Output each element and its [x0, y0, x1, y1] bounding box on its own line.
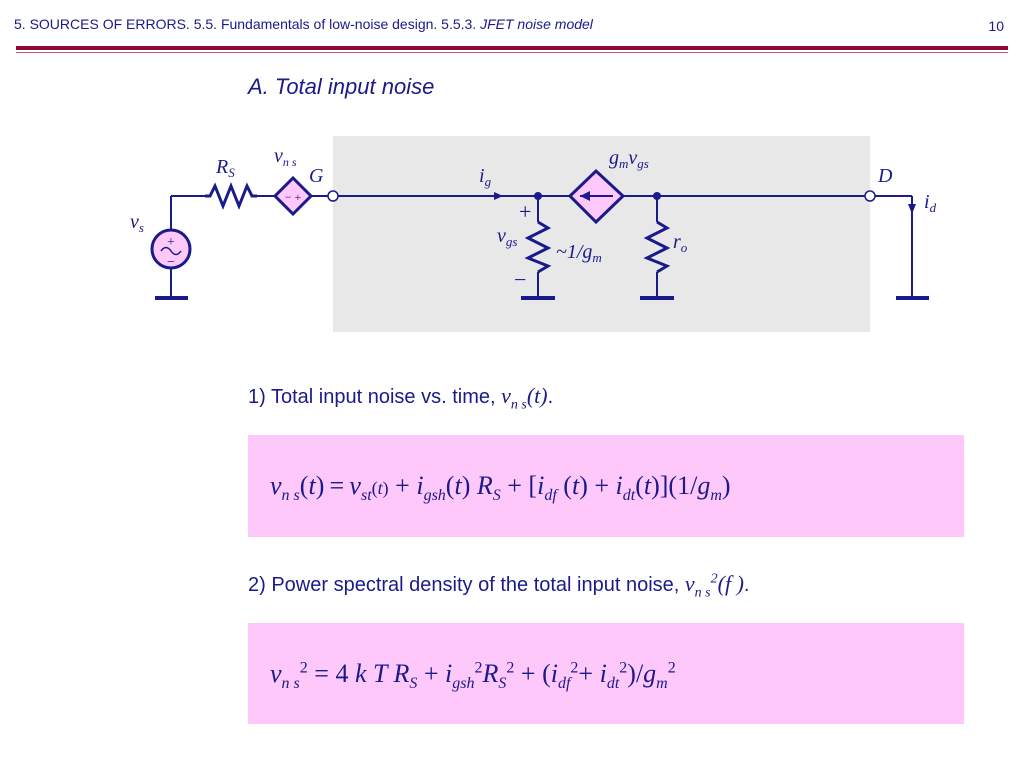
voltage-source-icon: [150, 228, 192, 270]
breadcrumb-path: 5. SOURCES OF ERRORS. 5.5. Fundamentals …: [14, 16, 481, 32]
breadcrumb-topic: JFET noise model: [480, 16, 593, 32]
label-vns: vn s: [274, 145, 297, 169]
drain-current-arrow-icon: [908, 204, 916, 214]
formula-box-psd: vn s2 = 4 k T RS + igsh2RS2 + (idf2+ idt…: [248, 623, 964, 724]
item-psd: 2) Power spectral density of the total i…: [248, 571, 750, 601]
label-rs: RS: [215, 156, 235, 180]
source-minus: −: [167, 255, 175, 270]
source-resistor: [205, 181, 257, 211]
current-direction-arrow-icon: [580, 191, 590, 201]
item-label: 1) Total input noise vs. time,: [248, 386, 502, 408]
jfet-model-region: [333, 136, 870, 332]
input-resistor: [524, 220, 552, 274]
label-ig: ig: [479, 165, 492, 189]
item-math: vn s(t): [501, 383, 548, 413]
ac-wave-icon: [160, 246, 182, 256]
formula-psd: vn s2 = 4 k T RS + igsh2RS2 + (idf2+ idt…: [270, 659, 676, 693]
label-vgs-minus: −: [514, 267, 526, 292]
formula-time-domain: vn s(t) = vst(t) + igsh(t) RS + [idf (t)…: [270, 471, 731, 505]
label-drain: D: [877, 165, 893, 187]
label-vgs-plus: +: [519, 199, 531, 224]
jfet-noise-circuit: + − − + RS vn s G vs ig gmvgs + vgs − ~1…: [130, 136, 937, 332]
gate-current-arrow-icon: [494, 192, 503, 200]
item-time-domain: 1) Total input noise vs. time, vn s(t).: [248, 383, 554, 413]
label-input-resistance: ~1/gm: [556, 241, 602, 265]
formula-box-time-domain: vn s(t) = vst(t) + igsh(t) RS + [idf (t)…: [248, 435, 964, 537]
label-gate: G: [309, 165, 324, 187]
noise-voltage-source-icon: [272, 175, 314, 217]
label-vgs: vgs: [497, 225, 517, 249]
output-resistor: [643, 220, 671, 274]
label-ro: ro: [673, 231, 688, 255]
gate-terminal: [327, 190, 339, 202]
breadcrumb: 5. SOURCES OF ERRORS. 5.5. Fundamentals …: [14, 16, 593, 32]
section-heading: A. Total input noise: [248, 74, 435, 99]
label-vs: vs: [130, 211, 144, 235]
drain-terminal: [864, 190, 876, 202]
junction-dot: [534, 192, 542, 200]
junction-dot: [653, 192, 661, 200]
header-divider: [16, 46, 1008, 50]
page-number: 10: [988, 18, 1004, 34]
item-math: vn s2(f ): [684, 571, 744, 601]
item-label: 2) Power spectral density of the total i…: [248, 574, 685, 596]
header-divider-thin: [16, 52, 1008, 53]
label-gm-vgs: gmvgs: [609, 147, 649, 171]
noise-polarity: − +: [285, 190, 302, 204]
label-id: id: [924, 191, 937, 215]
source-plus: +: [167, 235, 175, 250]
